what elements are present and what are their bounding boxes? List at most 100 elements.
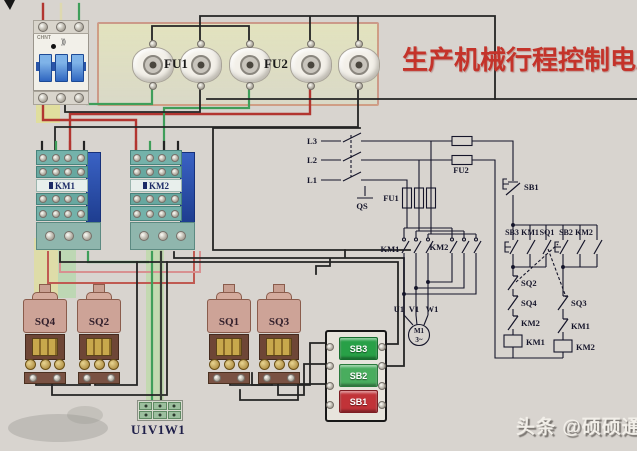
motor-circle: [407, 323, 431, 347]
limit-switch-screws: [76, 359, 122, 370]
screw-icon: [197, 40, 205, 48]
breaker-bottom-terminals: [33, 91, 89, 105]
contact-terminal: [473, 237, 479, 242]
v1-label: V1: [409, 304, 419, 314]
fuse-4: [290, 40, 332, 90]
screw-icon: [170, 153, 179, 162]
schematic-lines: [321, 132, 603, 359]
screw-icon: [157, 231, 168, 241]
breaker-handle[interactable]: [71, 54, 84, 82]
contactor-screw-row: [130, 166, 182, 178]
junction-dot: [402, 292, 406, 296]
station-left-terminals: [325, 332, 335, 420]
screw-icon: [51, 153, 60, 162]
screw-icon: [326, 343, 334, 352]
terminal-block-label: U1V1W1: [131, 422, 186, 437]
screw-icon: [81, 231, 92, 241]
coil-symbol-km1: [503, 334, 523, 348]
schematic-fuse-symbols: [401, 135, 473, 209]
contactor-km2: KM2: [130, 150, 195, 250]
wire-red: [47, 251, 195, 284]
screw-icon: [237, 374, 245, 382]
contactor-label: KM1: [36, 179, 88, 192]
terminal-cell: [153, 402, 167, 410]
screw-icon: [158, 168, 167, 176]
corner-mark: [4, 0, 15, 10]
screw-icon: [139, 231, 150, 241]
fuse-2: [180, 40, 222, 90]
fuse-3: [229, 40, 271, 90]
branch-sq1-label: SQ1: [540, 228, 555, 237]
screw-icon: [63, 231, 74, 241]
screw-icon: [39, 209, 48, 218]
wire-black: [35, 261, 273, 396]
limit-switch-base: [24, 372, 66, 384]
fuse-cap-icon: [240, 55, 260, 75]
screw-icon: [93, 359, 105, 370]
contact-terminal: [449, 237, 455, 242]
screw-icon: [74, 22, 84, 32]
limit-switch-sq2: SQ2: [76, 284, 122, 386]
contactor-side-panel: [180, 152, 195, 224]
breaker-rating-mark: ))): [61, 39, 66, 46]
screw-icon: [107, 374, 115, 382]
screw-icon: [213, 374, 221, 382]
screw-icon: [39, 168, 48, 176]
page-title: 生产机械行程控制电路: [402, 45, 637, 75]
screw-icon: [246, 82, 254, 90]
screw-icon: [158, 209, 167, 218]
fuse-cap-icon: [349, 55, 369, 75]
limit-switch-base: [78, 372, 120, 384]
breaker-brand: CHNT: [37, 35, 51, 41]
button-station: SB3 SB2 SB1: [325, 330, 387, 422]
screw-icon: [326, 400, 334, 409]
pushbutton-sb3[interactable]: SB3: [339, 337, 378, 360]
branch-km2-label: KM2: [575, 228, 593, 237]
screw-icon: [25, 359, 37, 370]
screw-icon: [326, 381, 334, 390]
fuse-symbol: [401, 187, 413, 209]
phase-l3-label: L3: [307, 136, 317, 146]
fuse-5: [338, 40, 380, 90]
circuit-breaker[interactable]: CHNT ))): [33, 20, 89, 105]
fu2-group-label: FU2: [264, 56, 288, 71]
contactor-side-panel: [86, 152, 101, 224]
screw-icon: [378, 381, 386, 390]
limit-switch-contacts: [209, 334, 249, 360]
breaker-handle[interactable]: [55, 54, 68, 82]
contactor-screw-row: [130, 193, 182, 205]
schematic-contact-blades: [401, 182, 603, 334]
limit-switch-label: SQ2: [77, 299, 121, 333]
breaker-handle[interactable]: [39, 54, 52, 82]
qs-label: QS: [356, 201, 368, 211]
screw-icon: [170, 209, 179, 218]
pushbutton-sb1[interactable]: SB1: [339, 390, 378, 413]
pushbutton-sb2[interactable]: SB2: [339, 364, 378, 387]
screw-icon: [133, 195, 142, 203]
screw-icon: [175, 231, 186, 241]
terminal-cell: [139, 402, 153, 410]
wire-black: [239, 342, 330, 401]
screw-icon: [38, 22, 48, 32]
screw-icon: [107, 359, 119, 370]
screw-icon: [307, 40, 315, 48]
screw-icon: [145, 209, 154, 218]
screw-icon: [158, 153, 167, 162]
junction-dot: [414, 286, 418, 290]
screw-icon: [287, 374, 295, 382]
screw-icon: [133, 168, 142, 176]
limit-switch-screws: [256, 359, 302, 370]
limit-switch-contacts: [259, 334, 299, 360]
schematic-main-lines: [321, 132, 598, 359]
screw-icon: [197, 82, 205, 90]
screw-icon: [76, 195, 85, 203]
phase-l1-label: L1: [307, 175, 317, 185]
sq2-label: SQ2: [521, 278, 537, 288]
terminal-block: [137, 400, 183, 421]
wire-black: [54, 15, 496, 151]
contact-terminal: [401, 237, 407, 242]
terminal-cell: [153, 411, 167, 419]
junction-dot: [511, 265, 515, 269]
screw-icon: [378, 400, 386, 409]
coil-symbol-km2: [553, 339, 573, 353]
